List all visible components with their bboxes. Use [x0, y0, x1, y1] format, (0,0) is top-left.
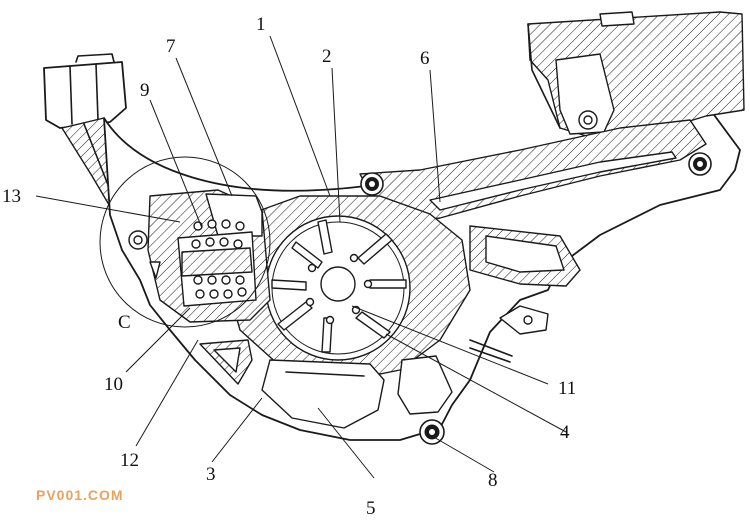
pivot-pin-bottom [419, 419, 445, 445]
leader-lines [35, 35, 567, 479]
left-features [128, 230, 161, 279]
right-mount-block [527, 11, 745, 141]
label-10: 10 [104, 374, 123, 395]
label-3: 3 [206, 464, 216, 485]
label-11: 11 [558, 378, 576, 399]
label-2: 2 [322, 46, 332, 67]
right-lever [469, 225, 581, 335]
lower-right-slot [397, 339, 513, 415]
pivot-pin-top [360, 172, 384, 196]
rotor-vanes [271, 219, 407, 353]
lower-left-triangle [199, 339, 253, 385]
label-12: 12 [120, 450, 139, 471]
detail-circle-c [99, 156, 271, 328]
spring-coils [191, 219, 247, 299]
label-8: 8 [488, 470, 498, 491]
label-6: 6 [420, 48, 430, 69]
label-5: 5 [366, 498, 376, 519]
rotor-assembly [265, 215, 411, 361]
label-4: 4 [560, 422, 570, 443]
watermark: PV001.COM [36, 487, 124, 503]
part-labels: 1 2 6 7 9 13 C 10 12 3 5 8 4 11 [2, 14, 576, 519]
spring-chamber [147, 189, 271, 323]
label-13: 13 [2, 186, 21, 207]
label-9: 9 [140, 80, 150, 101]
label-c: C [118, 312, 131, 333]
pivot-pin-right [688, 152, 712, 176]
lower-pocket [261, 359, 385, 429]
label-1: 1 [256, 14, 266, 35]
left-mount-block [43, 53, 127, 129]
label-7: 7 [166, 36, 176, 57]
pivot-pins [360, 152, 712, 445]
